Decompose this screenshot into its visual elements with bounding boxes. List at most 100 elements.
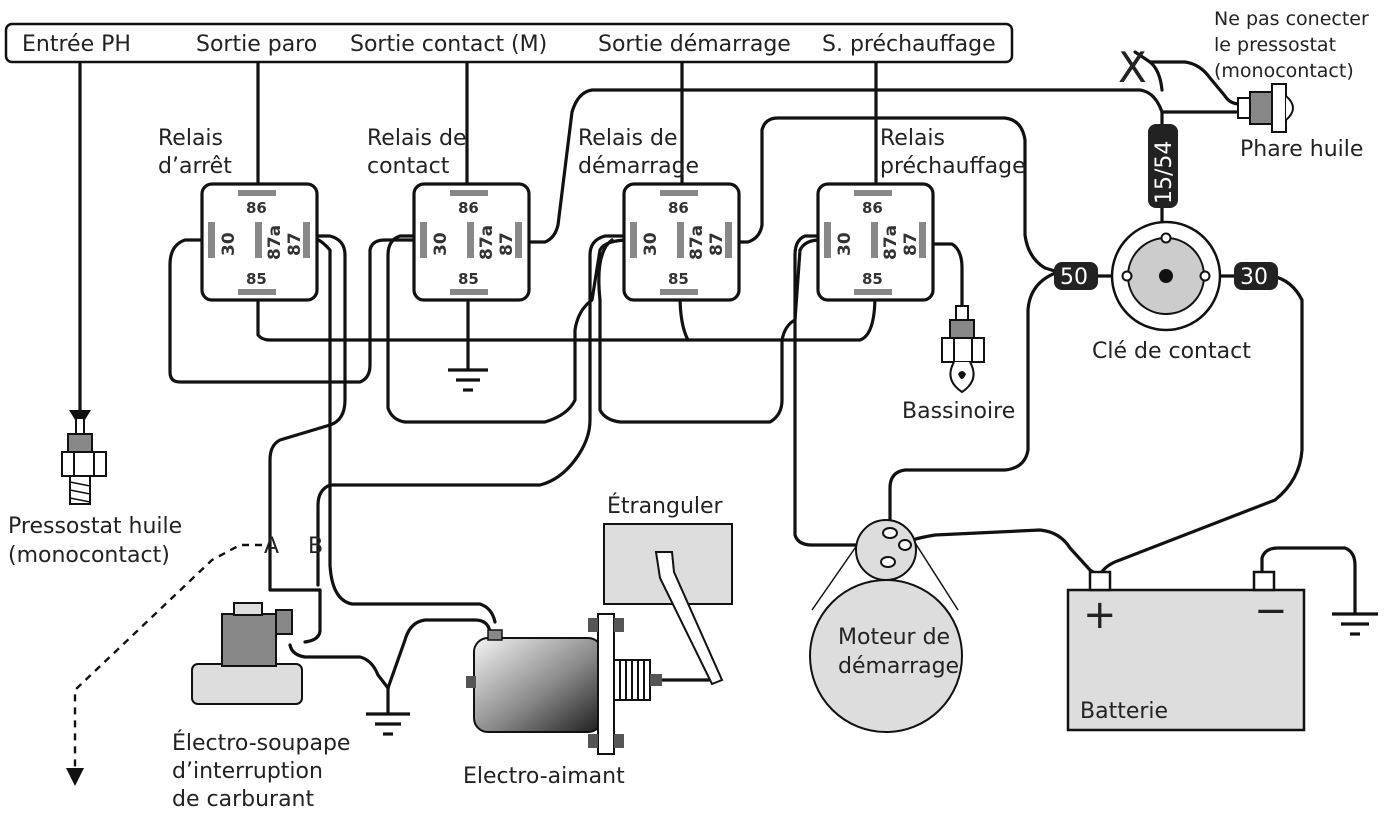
pin-85: 85: [668, 270, 689, 288]
pressostat-label-2: (monocontact): [8, 543, 170, 568]
wire-key-50: [888, 270, 1060, 527]
battery-icon: [1066, 570, 1306, 732]
pin-85: 85: [246, 270, 267, 288]
pin-30: 30: [219, 232, 239, 256]
pin-86: 86: [862, 199, 883, 217]
wire-valve-gnd: [288, 643, 390, 690]
wire-arret-30: [168, 238, 417, 384]
relay-arret: 86 85 30 87a 87: [200, 182, 319, 302]
terminal-50-label: 50: [1060, 265, 1088, 290]
pin-85: 85: [458, 270, 479, 288]
wire-magnet-gnd: [386, 618, 492, 690]
electromagnet-icon: [466, 613, 662, 755]
relay-contact-label-1: Relais de: [367, 126, 467, 151]
header-entree-ph: Entrée PH: [22, 32, 131, 57]
moteur-label-1: Moteur de: [838, 625, 950, 650]
soupape-label-2: d’interruption: [172, 759, 323, 784]
pressostat-label-1: Pressostat huile: [8, 514, 182, 539]
header-sortie-paro: Sortie paro: [196, 32, 317, 57]
point-b-label: B: [308, 534, 323, 559]
terminal-50-tag: 50: [1054, 262, 1098, 290]
header-sortie-contact: Sortie contact (M): [350, 32, 547, 57]
choke-lever-icon: [603, 523, 733, 686]
wire-starter-battery: [903, 528, 1102, 580]
relay-demarrage-label-1: Relais de: [578, 126, 678, 151]
wire-arret-87: [268, 234, 347, 644]
terminal-1554-label: 15/54: [1152, 141, 1177, 204]
terminal-1554-tag: 15/54: [1148, 124, 1178, 208]
note-line-2: le pressostat: [1214, 34, 1336, 56]
battery-minus-label: −: [1254, 588, 1288, 634]
pin-85: 85: [862, 270, 883, 288]
header-sortie-prechauffage: S. préchauffage: [822, 32, 996, 57]
etrangler-label: Étranguler: [607, 493, 724, 519]
pin-86: 86: [458, 199, 479, 217]
pin-86: 86: [668, 199, 689, 217]
note-line-3: (monocontact): [1214, 60, 1354, 82]
terminal-30-label: 30: [1240, 265, 1268, 290]
pin-87: 87: [497, 232, 517, 256]
wire-battery-neg: [1260, 546, 1357, 614]
pin-87: 87: [707, 232, 727, 256]
relay-prechauffage-label-2: préchauffage: [880, 154, 1026, 179]
dashed-path: [73, 543, 262, 770]
relay-prechauffage: 86 85 30 87a 87: [816, 182, 935, 302]
pin-87a: 87a: [265, 225, 285, 260]
wire-85-bus: [256, 293, 877, 342]
pin-30: 30: [835, 232, 855, 256]
pin-87: 87: [285, 232, 305, 256]
key-switch-label: Clé de contact: [1092, 339, 1251, 364]
pin-86: 86: [246, 199, 267, 217]
soupape-label-1: Électro-soupape: [172, 730, 350, 756]
pin-30: 30: [641, 232, 661, 256]
point-a-label: A: [264, 534, 279, 559]
battery-plus-label: +: [1083, 592, 1117, 638]
wire-contact-87: [525, 88, 1164, 244]
relay-demarrage-label-2: démarrage: [578, 154, 699, 179]
wire-prechauffage-30: [793, 234, 907, 547]
pin-87a: 87a: [881, 225, 901, 260]
wire-contact-30: [386, 234, 632, 424]
pin-87: 87: [901, 232, 921, 256]
wire-demarrage-30: [316, 234, 627, 587]
electro-aimant-label: Electro-aimant: [463, 764, 625, 789]
wire-demarrage-87: [733, 116, 1060, 274]
header-sortie-demarrage: Sortie démarrage: [598, 32, 791, 57]
relay-contact-label-2: contact: [367, 154, 450, 179]
wire-85-demarrage: [678, 293, 690, 342]
fuel-solenoid-valve-icon: [191, 602, 303, 705]
moteur-label-2: démarrage: [838, 654, 959, 679]
ground-icon: [366, 712, 410, 736]
wire-demarrage-loop: [597, 238, 822, 424]
ground-icon: [448, 368, 488, 392]
pin-30: 30: [431, 232, 451, 256]
wire-arret-87-b: [303, 234, 497, 624]
note-line-1: Ne pas conecter: [1214, 8, 1369, 30]
relay-contact: 86 85 30 87a 87: [412, 182, 531, 302]
dashed-arrow-head: [66, 768, 84, 786]
ground-icon: [1332, 612, 1378, 636]
phare-huile-label: Phare huile: [1240, 137, 1363, 162]
disconnect-cross-icon: X: [1118, 43, 1147, 92]
starter-motor-icon: [809, 519, 963, 733]
relay-arret-label-2: d’arrêt: [158, 154, 232, 179]
pin-87a: 87a: [687, 225, 707, 260]
wire-key-30: [1098, 274, 1304, 577]
wire-to-lamp-1: [1148, 60, 1242, 106]
relay-arret-label-1: Relais: [158, 126, 223, 151]
glow-plug-icon: [941, 305, 985, 394]
terminal-30-tag: 30: [1234, 262, 1278, 290]
batterie-label: Batterie: [1080, 699, 1168, 724]
pin-87a: 87a: [477, 225, 497, 260]
wire-prechauffage-87: [928, 242, 964, 307]
soupape-label-3: de carburant: [172, 787, 314, 811]
header-bar: [4, 22, 1014, 64]
relay-demarrage: 86 85 30 87a 87: [622, 182, 741, 302]
oil-lamp-icon: [1237, 83, 1294, 133]
ignition-key-icon: [1110, 220, 1222, 332]
oil-pressure-switch-icon: [61, 417, 107, 505]
bassinoire-label: Bassinoire: [902, 399, 1015, 424]
relay-prechauffage-label-1: Relais: [880, 126, 945, 151]
